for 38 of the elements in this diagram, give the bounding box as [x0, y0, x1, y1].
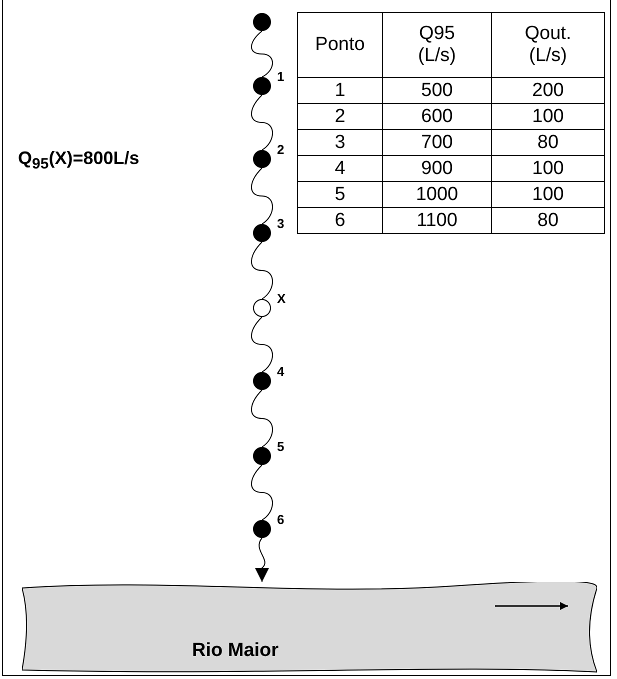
table-cell-text: 100 — [531, 158, 565, 180]
table-cell-text: 100 — [531, 106, 565, 128]
table-cell-text: 700 — [420, 132, 454, 154]
river-name: Rio Maior — [192, 640, 279, 662]
table-cell-text: 80 — [536, 210, 560, 232]
stream-line — [251, 242, 273, 300]
table-cell-text: 900 — [420, 158, 454, 180]
header-cell: Ponto — [314, 34, 366, 56]
table-cell-text: 500 — [420, 80, 454, 102]
table-cell-text: 80 — [536, 132, 560, 154]
table-cell-text: 100 — [531, 184, 565, 206]
table-cell-text: 200 — [531, 80, 565, 102]
arrow — [255, 538, 269, 582]
header-cell-text: Q95 (L/s) — [417, 23, 457, 67]
stream-line — [251, 30, 273, 78]
table-cell-text: 600 — [420, 106, 454, 128]
table-cell-text: 1 — [334, 80, 346, 102]
point-label: 4 — [277, 364, 284, 379]
discharge-note: Q$_{95}$(X)=800L/s — [18, 148, 140, 173]
point-label: 6 — [277, 512, 284, 527]
table-cell-text: 2 — [334, 106, 346, 128]
table-cell-text: 1100 — [416, 210, 458, 232]
table-cell-text: 3 — [334, 132, 346, 154]
point-label: 2 — [277, 142, 284, 157]
table-cell-text: 1000 — [414, 184, 460, 206]
table-cell-text: 6 — [334, 210, 346, 232]
table-cell-text: 5 — [334, 184, 346, 206]
stream-line — [251, 316, 273, 372]
stream-line — [251, 390, 273, 448]
point-label: 5 — [277, 439, 284, 454]
header-cell-text: Qout. (L/s) — [524, 23, 572, 67]
point-label: 3 — [277, 216, 284, 231]
table-cell-text: 4 — [334, 158, 346, 180]
point-label: 1 — [277, 69, 284, 84]
point-label: X — [277, 291, 286, 306]
stream-line — [251, 464, 273, 520]
stream-line — [251, 168, 273, 224]
stream-line — [251, 94, 273, 150]
